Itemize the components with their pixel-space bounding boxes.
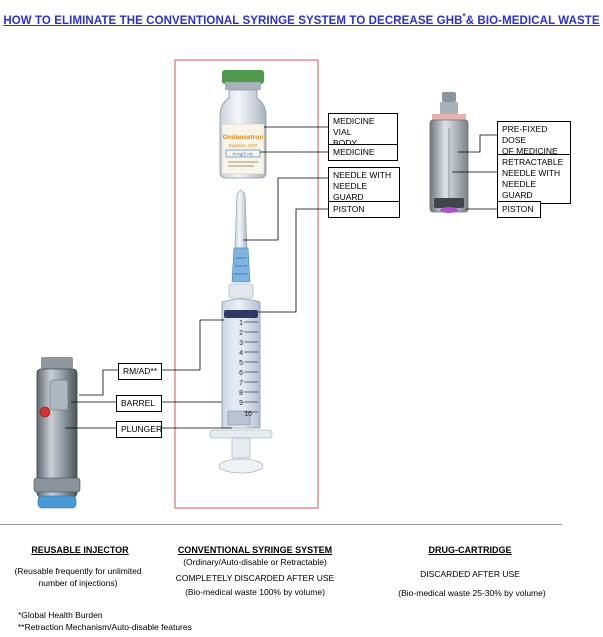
label-plunger: PLUNGER xyxy=(116,421,162,438)
vial-dose-text: 4 mg/2 mL xyxy=(232,152,254,157)
label-piston-right: PISTON xyxy=(497,201,541,218)
label-piston-center: PISTON xyxy=(328,201,400,218)
drug-cartridge-line1: DISCARDED AFTER USE xyxy=(420,569,520,579)
page-title: HOW TO ELIMINATE THE CONVENTIONAL SYRING… xyxy=(0,12,603,27)
syringe-mark: 2 xyxy=(239,330,243,337)
section-divider xyxy=(0,524,562,525)
drug-cartridge-line2: (Bio-medical waste 25-30% by volume) xyxy=(398,588,546,598)
footnote-ghb: *Global Health Burden xyxy=(18,610,103,620)
footnote-retraction: **Retraction Mechanism/Auto-disable feat… xyxy=(18,622,192,632)
syringe-mark: 9 xyxy=(239,400,243,407)
conventional-syringe-line3: (Bio-medical waste 100% by volume) xyxy=(185,587,325,597)
syringe: 1 2 3 4 5 6 7 8 9 10 xyxy=(209,189,273,474)
vial-brand-text: Ondansetron xyxy=(223,134,263,141)
reusable-injector-title: REUSABLE INJECTOR xyxy=(31,545,129,555)
label-barrel: BARREL xyxy=(116,395,162,412)
syringe-system-frame xyxy=(174,59,319,509)
label-pre-fixed-dose: PRE-FIXED DOSE OF MEDICINE xyxy=(497,121,571,160)
syringe-mark: 3 xyxy=(239,340,243,347)
syringe-mark: 7 xyxy=(239,380,243,387)
syringe-mark: 1 xyxy=(239,320,243,327)
drug-cartridge xyxy=(429,92,469,213)
syringe-mark: 8 xyxy=(239,390,243,397)
label-needle-with-guard: NEEDLE WITH NEEDLE GUARD xyxy=(328,167,400,206)
medicine-vial: Ondansetron Injection, USP 4 mg/2 mL xyxy=(219,70,267,179)
title-asterisk: * xyxy=(462,12,466,21)
label-rm-ad: RM/AD** xyxy=(118,363,162,380)
label-medicine: MEDICINE xyxy=(328,144,398,161)
title-main: HOW TO ELIMINATE THE CONVENTIONAL SYRING… xyxy=(3,14,463,27)
reusable-injector xyxy=(33,357,81,509)
conventional-syringe-title: CONVENTIONAL SYRINGE SYSTEM xyxy=(177,545,333,555)
syringe-mark: 6 xyxy=(239,370,243,377)
vial-sub-text: Injection, USP xyxy=(229,143,258,148)
conventional-syringe-line1: (Ordinary/Auto-disable or Retractable) xyxy=(183,557,327,567)
reusable-injector-line2: number of injections) xyxy=(38,578,118,588)
syringe-mark: 10 xyxy=(244,411,252,418)
drug-cartridge-title: DRUG-CARTRIDGE xyxy=(428,545,512,555)
reusable-injector-line1: (Reusable frequently for unlimited xyxy=(14,566,142,576)
syringe-mark: 4 xyxy=(239,350,243,357)
title-tail: & BIO-MEDICAL WASTE xyxy=(465,14,600,27)
label-retractable-needle: RETRACTABLE NEEDLE WITH NEEDLE GUARD xyxy=(497,154,571,204)
syringe-mark: 5 xyxy=(239,360,243,367)
connector-lines xyxy=(65,126,497,429)
conventional-syringe-line2: COMPLETELY DISCARDED AFTER USE xyxy=(175,573,335,583)
